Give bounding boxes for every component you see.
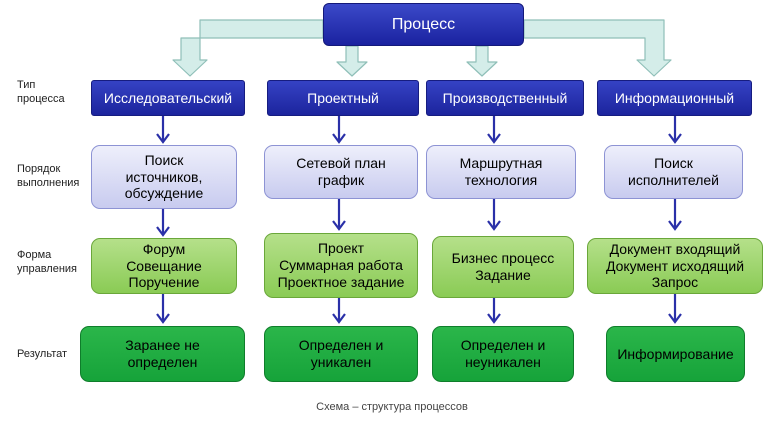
- row-label-type: Тип процесса: [17, 79, 65, 106]
- control-node-production: Бизнес процесс Задание: [432, 236, 574, 298]
- control-node-project: Проект Суммарная работа Проектное задани…: [264, 233, 418, 298]
- result-node-research: Заранее не определен: [80, 326, 245, 382]
- connector-arrow-head: [668, 313, 682, 324]
- order-node-research: Поиск источников, обсуждение: [91, 145, 237, 209]
- connector-arrow-head: [156, 226, 170, 237]
- connector-arrow-head: [332, 313, 346, 324]
- result-node-info: Информирование: [606, 326, 745, 382]
- connector-arrow-head: [332, 133, 346, 144]
- type-node-research: Исследовательский: [91, 80, 245, 116]
- connector-arrow-head: [156, 313, 170, 324]
- block-arrow-to-research: [172, 19, 324, 77]
- connector-arrow-head: [487, 220, 501, 231]
- connector-arrows: [156, 116, 682, 324]
- connector-arrow-head: [332, 220, 346, 231]
- root-process-node: Процесс: [323, 3, 524, 46]
- connector-arrow-head: [487, 313, 501, 324]
- connector-arrow-head: [668, 133, 682, 144]
- block-arrow-to-info: [523, 19, 672, 77]
- order-node-production: Маршрутная технология: [426, 145, 576, 199]
- result-node-production: Определен и неуникален: [432, 326, 574, 382]
- block-arrow-to-production: [466, 45, 498, 77]
- block-arrow-to-project: [336, 45, 368, 77]
- type-node-project: Проектный: [267, 80, 419, 116]
- diagram-caption: Схема – структура процессов: [316, 401, 468, 413]
- type-node-info: Информационный: [597, 80, 752, 116]
- control-node-research: Форум Совещание Поручение: [91, 238, 237, 294]
- connector-arrow-head: [156, 133, 170, 144]
- row-label-result: Результат: [17, 348, 68, 360]
- result-node-project: Определен и уникален: [264, 326, 418, 382]
- order-node-project: Сетевой план график: [264, 145, 418, 199]
- row-label-order: Порядок выполнения: [17, 163, 80, 190]
- connector-arrow-head: [668, 220, 682, 231]
- row-label-control: Форма управления: [17, 249, 77, 276]
- order-node-info: Поиск исполнителей: [604, 145, 743, 199]
- root-block-arrows: [172, 19, 672, 77]
- control-node-info: Документ входящий Документ исходящий Зап…: [587, 238, 763, 294]
- type-node-production: Производственный: [426, 80, 584, 116]
- connector-arrow-head: [487, 133, 501, 144]
